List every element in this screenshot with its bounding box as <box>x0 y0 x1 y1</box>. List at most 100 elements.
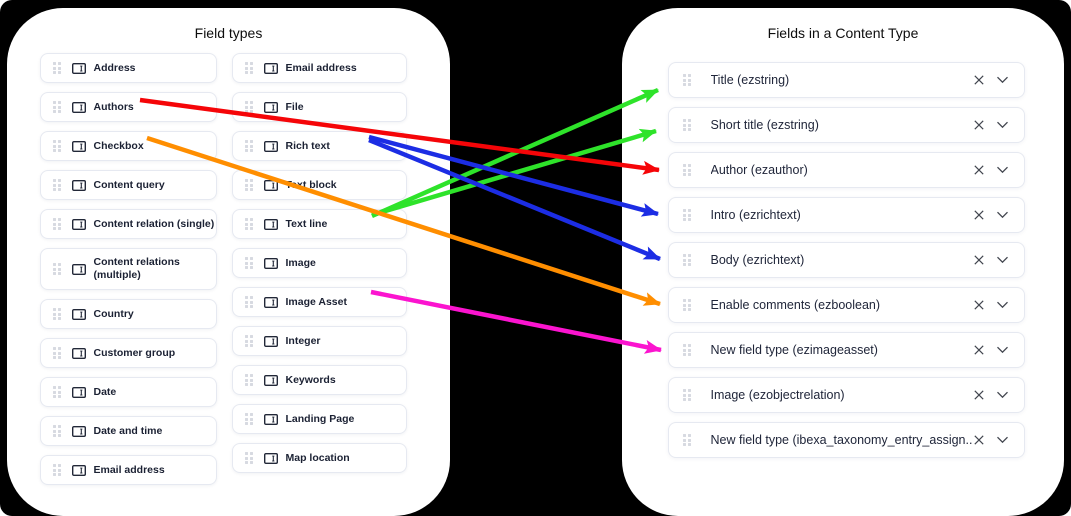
drag-handle-icon[interactable] <box>245 62 253 74</box>
content-field-row[interactable]: Image (ezobjectrelation) <box>668 377 1025 413</box>
chevron-down-icon[interactable] <box>996 256 1009 264</box>
field-type-card[interactable]: Text block <box>232 170 407 200</box>
content-field-row[interactable]: Enable comments (ezboolean) <box>668 287 1025 323</box>
field-type-label: Content query <box>93 178 165 191</box>
remove-field-button[interactable] <box>973 74 985 86</box>
chevron-down-icon[interactable] <box>996 211 1009 219</box>
content-field-row[interactable]: Body (ezrichtext) <box>668 242 1025 278</box>
content-field-label: Title (ezstring) <box>710 73 790 87</box>
content-field-row[interactable]: New field type (ibexa_taxonomy_entry_ass… <box>668 422 1025 458</box>
remove-field-button[interactable] <box>973 164 985 176</box>
drag-handle-icon[interactable] <box>53 308 61 320</box>
field-type-card[interactable]: Content query <box>40 170 217 200</box>
field-type-label: Landing Page <box>285 412 355 425</box>
drag-handle-icon[interactable] <box>53 425 61 437</box>
drag-handle-icon[interactable] <box>53 386 61 398</box>
field-type-card[interactable]: Checkbox <box>40 131 217 161</box>
field-type-card[interactable]: Text line <box>232 209 407 239</box>
field-type-label: Country <box>93 307 134 320</box>
field-type-card[interactable]: Customer group <box>40 338 217 368</box>
drag-handle-icon[interactable] <box>245 374 253 386</box>
drag-handle-icon[interactable] <box>53 464 61 476</box>
drag-handle-icon[interactable] <box>683 344 691 356</box>
content-field-label: Short title (ezstring) <box>710 118 819 132</box>
content-field-label: Intro (ezrichtext) <box>710 208 801 222</box>
field-type-card[interactable]: Landing Page <box>232 404 407 434</box>
drag-handle-icon[interactable] <box>683 119 691 131</box>
field-type-card[interactable]: Rich text <box>232 131 407 161</box>
drag-handle-icon[interactable] <box>245 218 253 230</box>
drag-handle-icon[interactable] <box>683 389 691 401</box>
remove-field-button[interactable] <box>973 344 985 356</box>
drag-handle-icon[interactable] <box>53 347 61 359</box>
field-type-icon <box>263 296 278 308</box>
remove-field-button[interactable] <box>973 299 985 311</box>
drag-handle-icon[interactable] <box>53 218 61 230</box>
chevron-down-icon[interactable] <box>996 436 1009 444</box>
drag-handle-icon[interactable] <box>245 140 253 152</box>
drag-handle-icon[interactable] <box>245 257 253 269</box>
chevron-down-icon[interactable] <box>996 121 1009 129</box>
field-type-label: Image Asset <box>285 295 347 308</box>
field-type-card[interactable]: Address <box>40 53 217 83</box>
drag-handle-icon[interactable] <box>53 62 61 74</box>
content-field-row[interactable]: New field type (ezimageasset) <box>668 332 1025 368</box>
drag-handle-icon[interactable] <box>245 413 253 425</box>
content-field-row[interactable]: Author (ezauthor) <box>668 152 1025 188</box>
content-field-label: New field type (ezimageasset) <box>710 343 878 357</box>
drag-handle-icon[interactable] <box>53 263 61 275</box>
field-type-card[interactable]: Integer <box>232 326 407 356</box>
field-type-card[interactable]: Authors <box>40 92 217 122</box>
drag-handle-icon[interactable] <box>683 254 691 266</box>
drag-handle-icon[interactable] <box>53 140 61 152</box>
field-type-card[interactable]: Country <box>40 299 217 329</box>
drag-handle-icon[interactable] <box>683 299 691 311</box>
field-type-icon <box>263 335 278 347</box>
field-type-card[interactable]: File <box>232 92 407 122</box>
drag-handle-icon[interactable] <box>245 452 253 464</box>
content-field-row[interactable]: Short title (ezstring) <box>668 107 1025 143</box>
chevron-down-icon[interactable] <box>996 391 1009 399</box>
field-type-card[interactable]: Map location <box>232 443 407 473</box>
remove-field-button[interactable] <box>973 254 985 266</box>
remove-field-button[interactable] <box>973 209 985 221</box>
remove-field-button[interactable] <box>973 389 985 401</box>
field-types-column-2: Email address File Rich text <box>232 53 407 473</box>
field-type-label: Email address <box>285 61 357 74</box>
drag-handle-icon[interactable] <box>245 296 253 308</box>
chevron-down-icon[interactable] <box>996 346 1009 354</box>
field-type-label: Image <box>285 256 316 269</box>
drag-handle-icon[interactable] <box>245 335 253 347</box>
drag-handle-icon[interactable] <box>683 74 691 86</box>
drag-handle-icon[interactable] <box>683 164 691 176</box>
field-type-card[interactable]: Content relation (single) <box>40 209 217 239</box>
field-type-icon <box>71 464 86 476</box>
field-type-icon <box>263 179 278 191</box>
chevron-down-icon[interactable] <box>996 301 1009 309</box>
drag-handle-icon[interactable] <box>245 101 253 113</box>
drag-handle-icon[interactable] <box>683 434 691 446</box>
drag-handle-icon[interactable] <box>53 179 61 191</box>
drag-handle-icon[interactable] <box>53 101 61 113</box>
drag-handle-icon[interactable] <box>245 179 253 191</box>
chevron-down-icon[interactable] <box>996 76 1009 84</box>
field-type-card[interactable]: Image Asset <box>232 287 407 317</box>
field-type-card[interactable]: Date and time <box>40 416 217 446</box>
field-type-card[interactable]: Email address <box>232 53 407 83</box>
field-type-card[interactable]: Content relations (multiple) <box>40 248 217 290</box>
field-type-card[interactable]: Keywords <box>232 365 407 395</box>
remove-field-button[interactable] <box>973 434 985 446</box>
field-type-label: Rich text <box>285 139 330 152</box>
content-field-row[interactable]: Title (ezstring) <box>668 62 1025 98</box>
content-field-label: Image (ezobjectrelation) <box>710 388 845 402</box>
field-type-card[interactable]: Date <box>40 377 217 407</box>
drag-handle-icon[interactable] <box>683 209 691 221</box>
field-types-panel: Field types Address Authors <box>7 8 450 516</box>
content-field-row[interactable]: Intro (ezrichtext) <box>668 197 1025 233</box>
field-type-card[interactable]: Image <box>232 248 407 278</box>
chevron-down-icon[interactable] <box>996 166 1009 174</box>
field-type-card[interactable]: Email address <box>40 455 217 485</box>
field-type-icon <box>71 425 86 437</box>
field-type-icon <box>263 101 278 113</box>
remove-field-button[interactable] <box>973 119 985 131</box>
